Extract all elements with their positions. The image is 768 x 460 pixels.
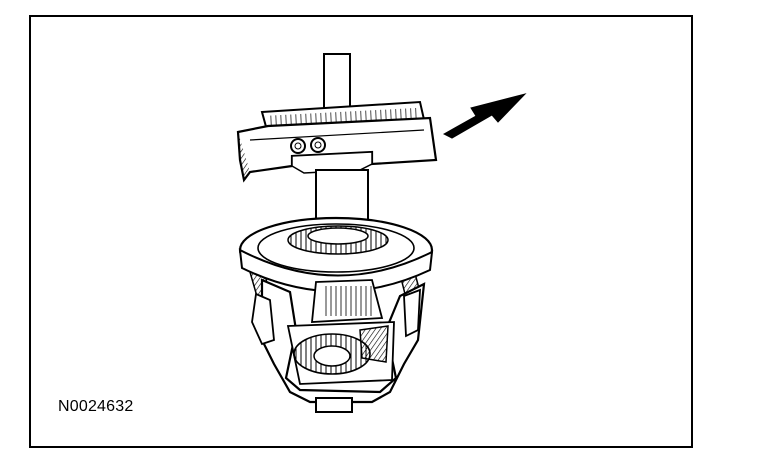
pinion-gear — [359, 325, 389, 363]
puller-bolt-right — [310, 137, 326, 153]
bearing-puller — [236, 100, 438, 183]
side-gear — [293, 333, 371, 375]
axle-stub — [315, 397, 353, 413]
puller-bolt-left — [290, 138, 306, 154]
differential-case — [251, 278, 426, 404]
direction-arrow — [442, 93, 527, 139]
figure-id-label: N0024632 — [58, 398, 134, 415]
